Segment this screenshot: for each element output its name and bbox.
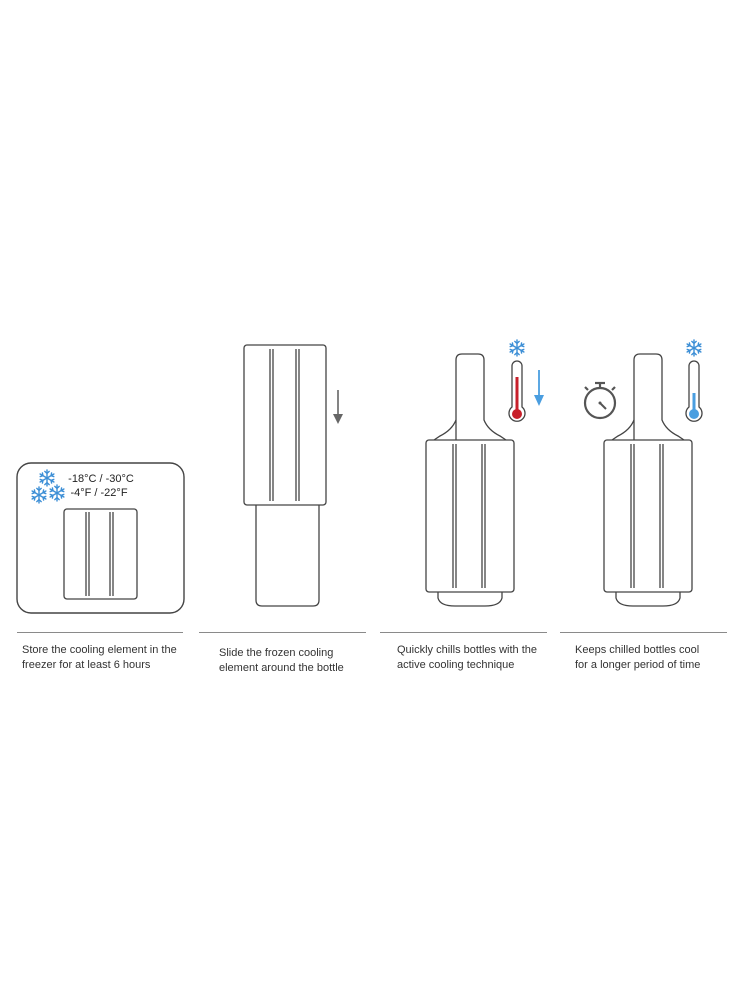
step-2-caption: Slide the frozen cooling element around … bbox=[219, 646, 389, 676]
bottle-with-sleeve-icon bbox=[603, 353, 693, 607]
step-2-illustration bbox=[243, 344, 343, 607]
arrow-down-icon bbox=[333, 390, 343, 424]
stopwatch-icon bbox=[583, 381, 617, 420]
temperature-celsius: -18°C / -30°C bbox=[68, 473, 134, 485]
temperature-fahrenheit: -4°F / -22°F bbox=[70, 487, 128, 499]
thermometer-cold-icon bbox=[685, 360, 703, 422]
divider bbox=[380, 632, 547, 633]
caption-line: freezer for at least 6 hours bbox=[22, 659, 151, 671]
caption-line: active cooling technique bbox=[397, 659, 515, 671]
cooling-element-icon bbox=[63, 508, 138, 600]
step-3-caption: Quickly chills bottles with the active c… bbox=[397, 643, 567, 673]
divider bbox=[560, 632, 727, 633]
step-4-illustration bbox=[583, 339, 703, 607]
caption-line: Slide the frozen cooling bbox=[219, 647, 334, 659]
freezer-icon bbox=[16, 462, 185, 614]
cooling-sleeve-icon bbox=[243, 344, 327, 506]
snowflake-icon bbox=[686, 339, 702, 357]
step-3-illustration bbox=[425, 339, 544, 607]
divider bbox=[17, 632, 183, 633]
caption-line: Store the cooling element in the bbox=[22, 644, 177, 656]
caption-line: Quickly chills bottles with the bbox=[397, 644, 537, 656]
caption-line: Keeps chilled bottles cool bbox=[575, 644, 700, 656]
step-1-caption: Store the cooling element in the freezer… bbox=[22, 643, 192, 673]
snowflake-icon bbox=[509, 339, 525, 357]
thermometer-hot-icon bbox=[508, 360, 526, 422]
step-4-caption: Keeps chilled bottles cool for a longer … bbox=[575, 643, 735, 673]
bottle-icon bbox=[255, 505, 320, 607]
divider bbox=[199, 632, 366, 633]
step-1-illustration bbox=[16, 462, 185, 614]
caption-line: element around the bottle bbox=[219, 662, 344, 674]
bottle-with-sleeve-icon bbox=[425, 353, 515, 607]
caption-line: for a longer period of time bbox=[575, 659, 701, 671]
arrow-down-icon bbox=[534, 370, 544, 406]
